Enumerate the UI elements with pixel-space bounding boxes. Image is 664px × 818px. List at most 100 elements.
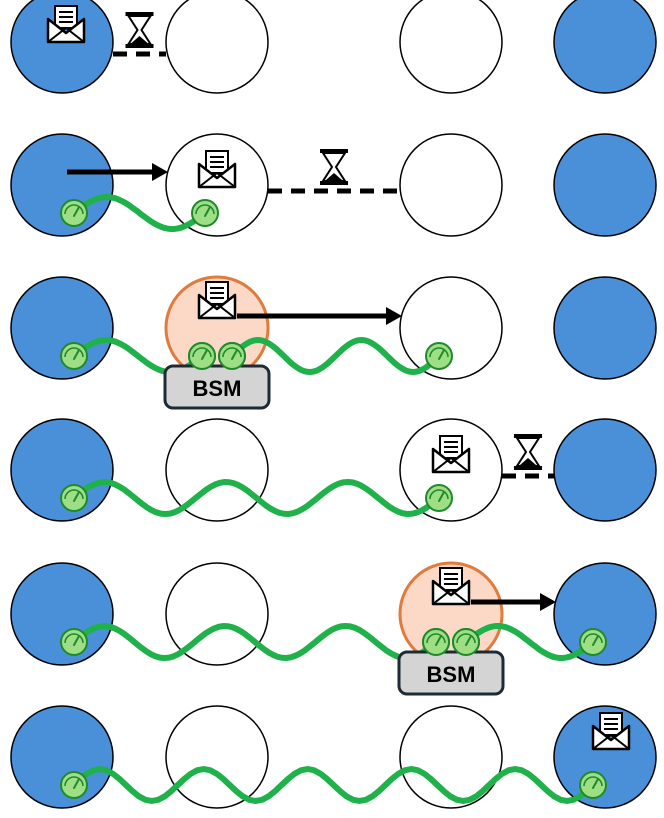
hourglass-icon bbox=[125, 12, 154, 48]
repeater-node bbox=[165, 418, 269, 522]
qubit-circle bbox=[60, 771, 88, 799]
hourglass-top bbox=[125, 12, 154, 16]
end-node bbox=[10, 133, 114, 237]
hourglass-base bbox=[320, 181, 348, 185]
qubit-needle bbox=[592, 778, 599, 789]
qubit-needle bbox=[592, 635, 599, 646]
step-row-5: BSM bbox=[10, 561, 657, 696]
hourglass-top bbox=[320, 149, 348, 153]
qubit-arc bbox=[192, 347, 212, 358]
qubit-clock-icon bbox=[60, 771, 88, 799]
qubit-circle bbox=[425, 484, 453, 512]
bsm-label: BSM bbox=[193, 376, 242, 401]
qubit-clock-icon bbox=[188, 342, 216, 370]
qubit-clock-icon bbox=[452, 628, 480, 656]
qubit-arc bbox=[195, 204, 215, 215]
bsm-box: BSM bbox=[163, 364, 271, 410]
qubit-needle bbox=[73, 206, 80, 217]
qubit-arc bbox=[426, 633, 446, 644]
qubit-circle bbox=[422, 628, 450, 656]
qubit-circle bbox=[60, 628, 88, 656]
repeater-node bbox=[399, 276, 503, 380]
qubit-needle bbox=[201, 349, 208, 360]
qubit-needle bbox=[435, 635, 442, 646]
entanglement-link bbox=[229, 336, 442, 376]
qubit-arc bbox=[64, 776, 84, 787]
step-row-4 bbox=[10, 418, 657, 522]
envelope-letter-icon bbox=[46, 5, 86, 44]
hourglass-top bbox=[514, 434, 542, 438]
arrow-head bbox=[152, 163, 168, 181]
qubit-needle bbox=[438, 349, 445, 360]
step-row-6 bbox=[10, 705, 657, 809]
qubit-circle bbox=[191, 199, 219, 227]
envelope-letter-icon bbox=[197, 281, 237, 320]
repeater-node bbox=[399, 705, 503, 809]
arrow-head bbox=[540, 593, 556, 611]
qubit-arc bbox=[583, 633, 603, 644]
repeater-node bbox=[165, 562, 269, 666]
envelope-flap bbox=[592, 733, 630, 750]
end-node bbox=[553, 562, 657, 666]
qubit-arc bbox=[429, 489, 449, 500]
repeater-node bbox=[165, 705, 269, 809]
qubit-clock-icon bbox=[579, 771, 607, 799]
qubit-clock-icon bbox=[60, 342, 88, 370]
qubit-clock-icon bbox=[422, 628, 450, 656]
entanglement-link bbox=[71, 622, 439, 662]
envelope-letter-icon bbox=[431, 435, 471, 474]
qubit-arc bbox=[583, 776, 603, 787]
hourglass-sand bbox=[326, 173, 342, 180]
envelope-flap bbox=[198, 302, 236, 319]
repeater-node bbox=[399, 133, 503, 237]
entanglement-link bbox=[71, 765, 596, 805]
envelope-letter-icon bbox=[431, 567, 471, 606]
envelope-letter-icon bbox=[591, 712, 631, 751]
hourglass-icon bbox=[320, 149, 348, 185]
envelope-letter-icon bbox=[197, 150, 237, 189]
qubit-needle bbox=[465, 635, 472, 646]
hourglass-sand bbox=[131, 36, 148, 43]
qubit-arc bbox=[64, 633, 84, 644]
step-row-1 bbox=[10, 0, 657, 94]
bsm-rect bbox=[163, 364, 271, 410]
qubit-arc bbox=[64, 489, 84, 500]
qubit-circle bbox=[425, 342, 453, 370]
entanglement-link bbox=[71, 478, 442, 518]
bsm-label: BSM bbox=[427, 662, 476, 687]
end-node bbox=[10, 418, 114, 522]
qubit-needle bbox=[73, 635, 80, 646]
hourglass-sand bbox=[520, 458, 536, 465]
hourglass-glass bbox=[515, 437, 541, 467]
end-node bbox=[10, 0, 114, 94]
qubit-circle bbox=[452, 628, 480, 656]
bsm-box: BSM bbox=[397, 650, 505, 696]
entanglement-link bbox=[71, 194, 208, 232]
qubit-circle bbox=[579, 771, 607, 799]
qubit-clock-icon bbox=[218, 342, 246, 370]
repeater-node bbox=[399, 0, 503, 94]
qubit-arc bbox=[222, 347, 242, 358]
end-node bbox=[553, 0, 657, 94]
hourglass-glass bbox=[126, 15, 153, 45]
step-row-3: BSM bbox=[10, 275, 657, 410]
qubit-circle bbox=[60, 342, 88, 370]
bsm-rect bbox=[397, 650, 505, 696]
hourglass-base bbox=[125, 44, 154, 48]
qubit-clock-icon bbox=[60, 628, 88, 656]
qubit-clock-icon bbox=[425, 484, 453, 512]
end-node bbox=[10, 276, 114, 380]
qubit-circle bbox=[188, 342, 216, 370]
qubit-clock-icon bbox=[60, 199, 88, 227]
qubit-clock-icon bbox=[191, 199, 219, 227]
envelope-flap bbox=[432, 588, 470, 605]
qubit-clock-icon bbox=[60, 484, 88, 512]
qubit-needle bbox=[438, 491, 445, 502]
qubit-needle bbox=[231, 349, 238, 360]
hourglass-glass bbox=[321, 152, 347, 182]
end-node bbox=[553, 276, 657, 380]
qubit-circle bbox=[579, 628, 607, 656]
qubit-clock-icon bbox=[425, 342, 453, 370]
